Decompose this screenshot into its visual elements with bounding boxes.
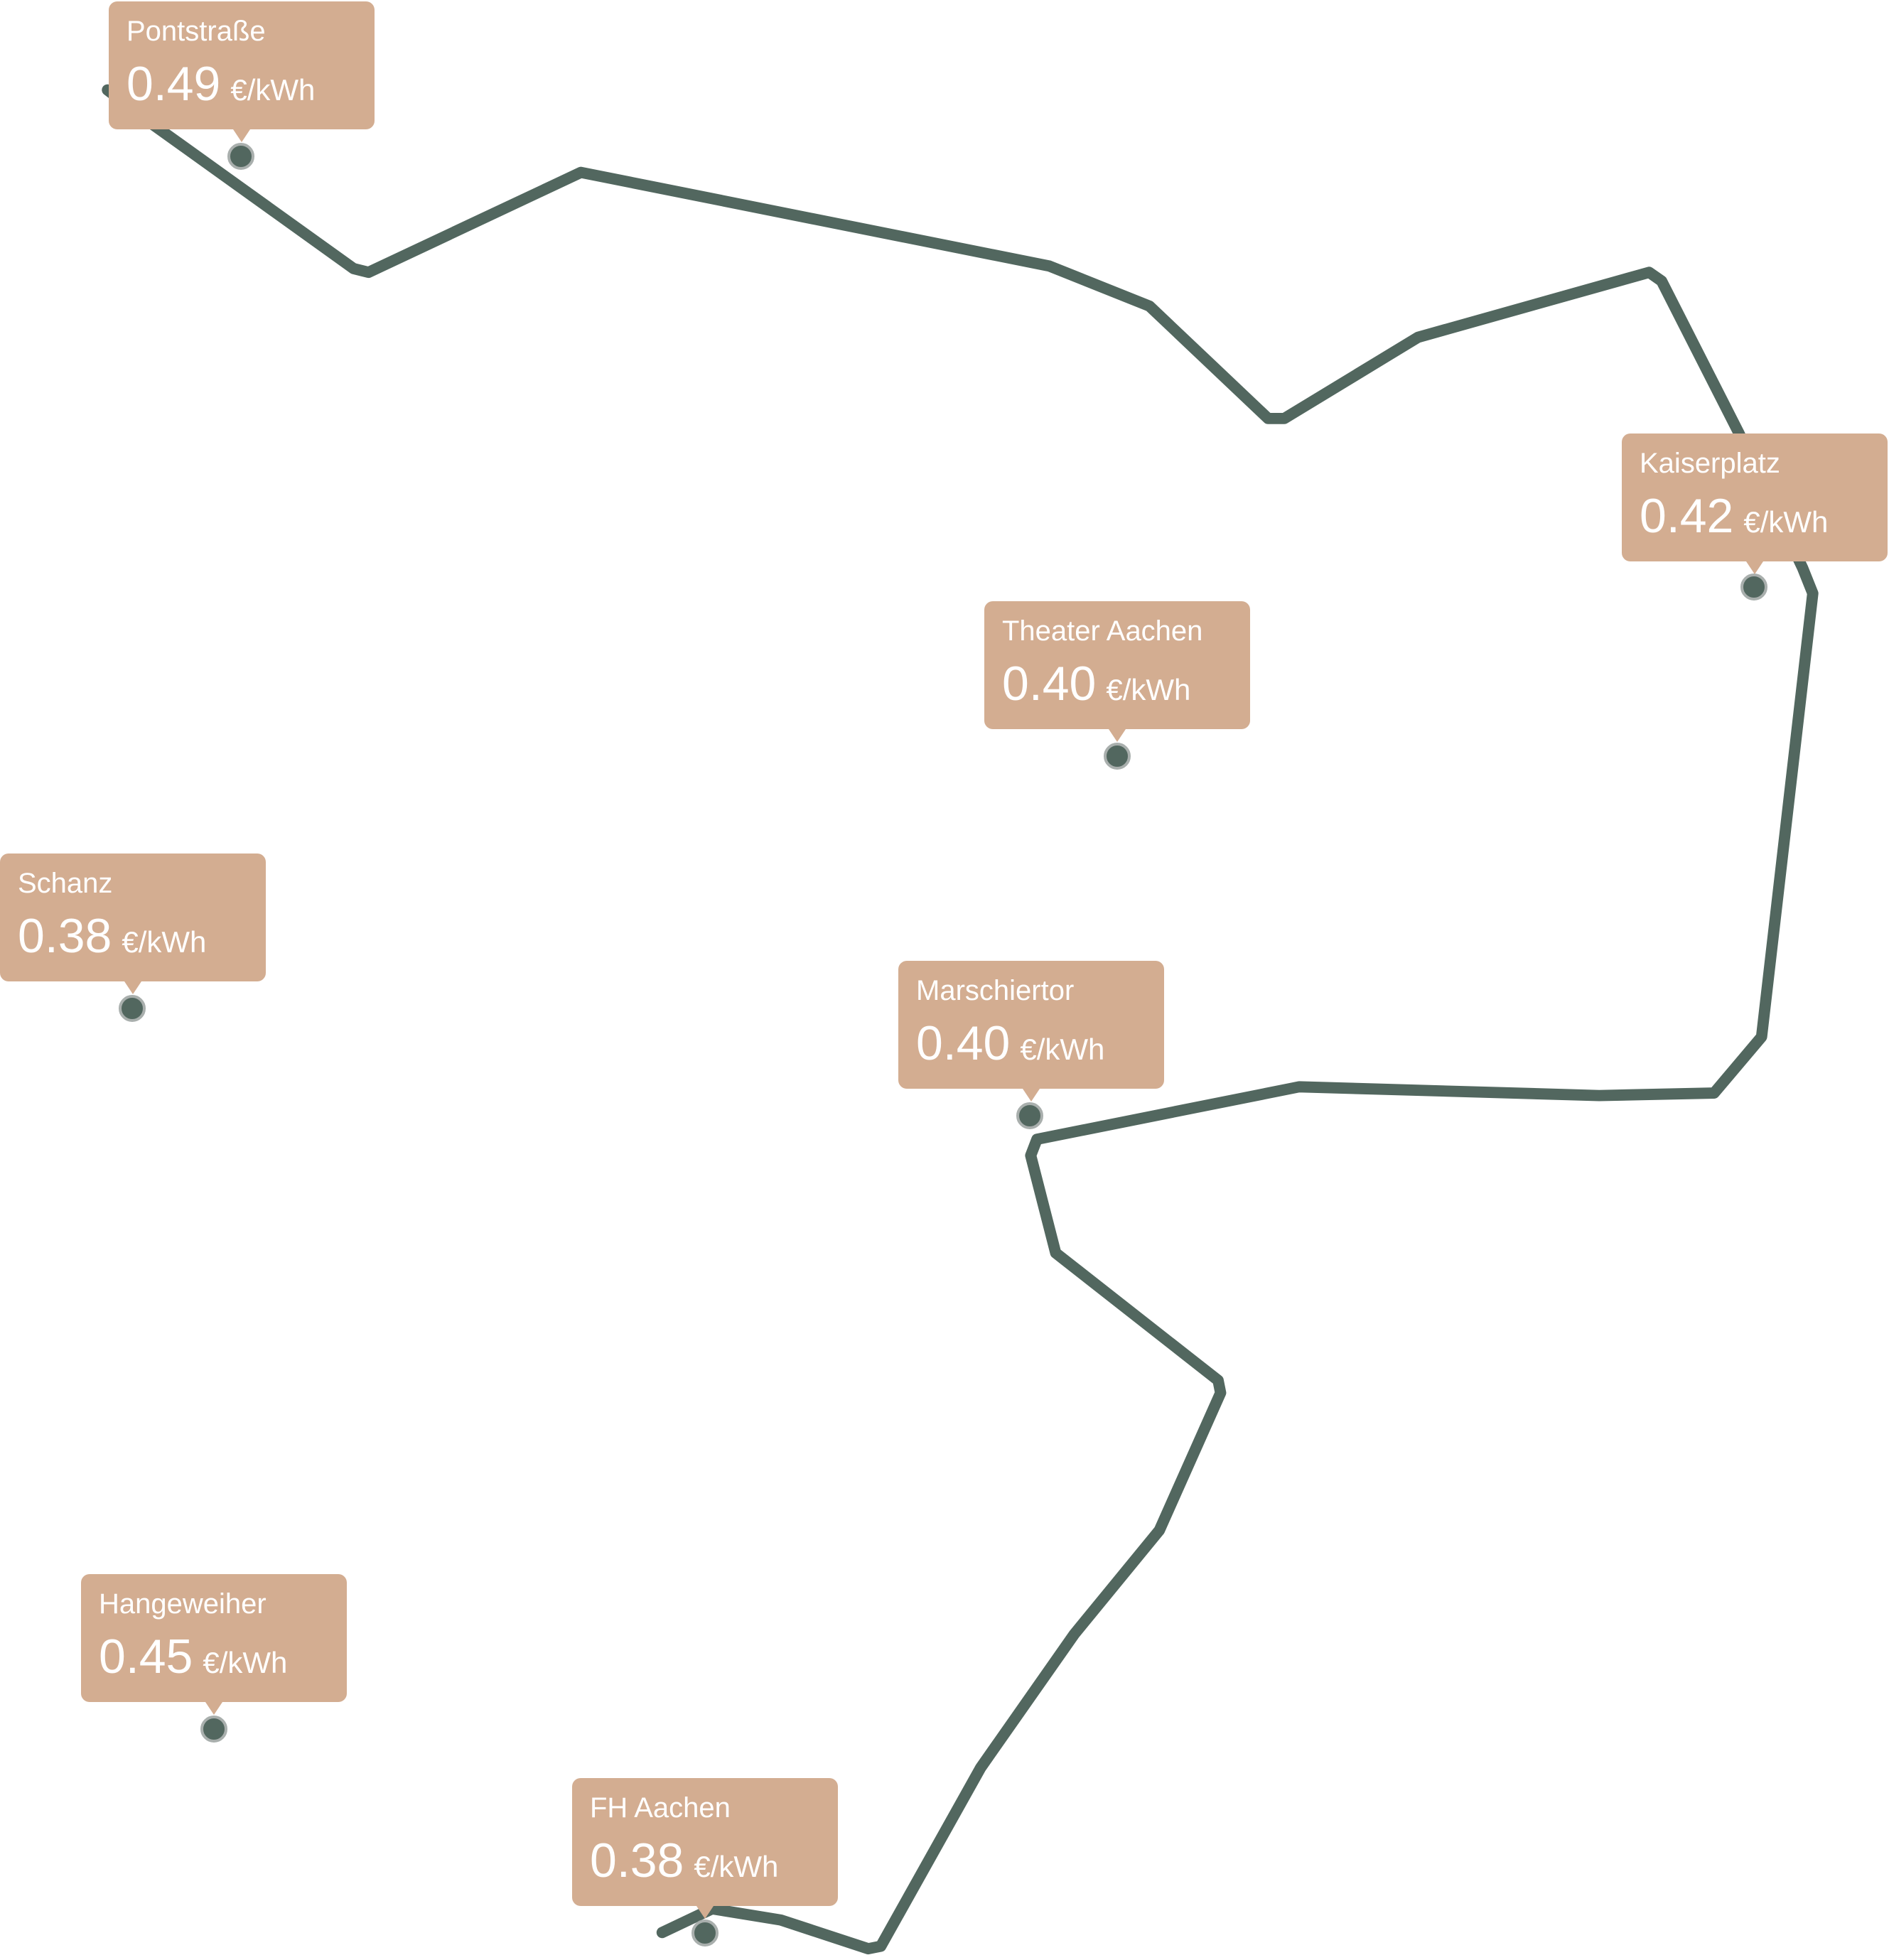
station-marker-dot[interactable] [119, 995, 146, 1022]
station-name: Hangeweiher [99, 1588, 267, 1620]
price-row: 0.45 €/kWh [99, 1631, 347, 1682]
station-price-label[interactable]: Hangeweiher 0.45 €/kWh [81, 1574, 347, 1715]
station-price-label[interactable]: Schanz 0.38 €/kWh [0, 854, 266, 994]
price-unit: €/kWh [1106, 673, 1191, 706]
price-row: 0.38 €/kWh [18, 910, 266, 962]
station-price: 0.38 [18, 909, 112, 963]
station-marker-dot[interactable] [200, 1716, 227, 1743]
station-marker-dot[interactable] [1104, 743, 1131, 770]
station-price-label[interactable]: Theater Aachen 0.40 €/kWh [984, 601, 1250, 742]
price-unit: €/kWh [1020, 1033, 1105, 1066]
price-unit: €/kWh [203, 1646, 288, 1679]
station-name: Kaiserplatz [1640, 448, 1780, 479]
station-price: 0.40 [916, 1016, 1011, 1070]
station-price: 0.49 [127, 57, 221, 111]
station-name: Schanz [18, 868, 113, 899]
price-row: 0.49 €/kWh [127, 58, 375, 109]
price-row: 0.40 €/kWh [1002, 658, 1250, 709]
price-unit: €/kWh [1743, 505, 1829, 539]
station-price-label[interactable]: Marschiertor 0.40 €/kWh [898, 961, 1164, 1102]
station-name: FH Aachen [590, 1792, 731, 1824]
station-price-label[interactable]: Kaiserplatz 0.42 €/kWh [1622, 434, 1888, 574]
price-unit: €/kWh [694, 1850, 779, 1883]
station-price: 0.42 [1640, 489, 1734, 543]
price-row: 0.40 €/kWh [916, 1018, 1164, 1069]
station-price-label[interactable]: Pontstraße 0.49 €/kWh [109, 1, 375, 142]
price-unit: €/kWh [122, 925, 207, 959]
station-name: Marschiertor [916, 975, 1075, 1006]
station-marker-dot[interactable] [227, 143, 254, 170]
station-price: 0.45 [99, 1630, 193, 1684]
station-price-label[interactable]: FH Aachen 0.38 €/kWh [572, 1778, 838, 1919]
station-price: 0.40 [1002, 657, 1097, 711]
station-marker-dot[interactable] [691, 1919, 719, 1946]
price-row: 0.38 €/kWh [590, 1835, 838, 1886]
station-marker-dot[interactable] [1016, 1102, 1043, 1129]
station-price: 0.38 [590, 1834, 684, 1888]
price-row: 0.42 €/kWh [1640, 490, 1888, 542]
price-unit: €/kWh [230, 73, 316, 107]
route-path [102, 84, 1819, 1955]
station-name: Theater Aachen [1002, 615, 1203, 647]
station-marker-dot[interactable] [1740, 574, 1767, 601]
station-name: Pontstraße [127, 16, 266, 47]
